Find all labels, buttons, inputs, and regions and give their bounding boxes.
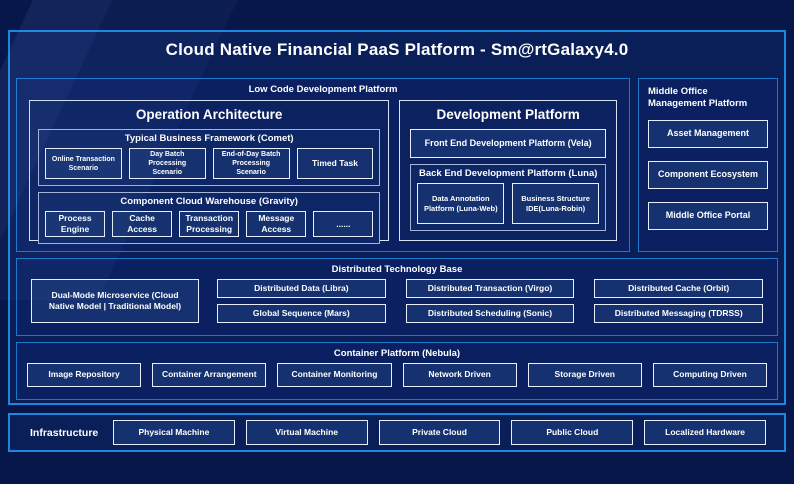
operation-architecture-title: Operation Architecture [135, 107, 283, 122]
middle-office-items: Asset Management Component Ecosystem Mid… [648, 119, 768, 230]
transaction-processing-box: Transaction Processing [179, 211, 240, 238]
physical-machine-box: Physical Machine [113, 420, 235, 445]
distributed-grid-row: Distributed Data (Libra) Distributed Tra… [217, 279, 764, 298]
container-platform-section: Container Platform (Nebula) Image Reposi… [16, 342, 778, 400]
network-driven-box: Network Driven [402, 363, 517, 387]
typical-business-framework-box: Typical Business Framework (Comet) Onlin… [38, 129, 381, 187]
distributed-data-box: Distributed Data (Libra) [217, 279, 386, 298]
process-engine-box: Process Engine [45, 211, 106, 238]
low-code-body: Operation Architecture Typical Business … [17, 95, 629, 245]
typical-business-framework-title: Typical Business Framework (Comet) [124, 133, 294, 144]
container-monitoring-box: Container Monitoring [277, 363, 392, 387]
middle-office-portal-box: Middle Office Portal [648, 201, 768, 230]
cache-access-box: Cache Access [112, 211, 173, 238]
back-end-platform-title: Back End Development Platform (Luna) [418, 168, 598, 179]
component-cloud-warehouse-box: Component Cloud Warehouse (Gravity) Proc… [38, 192, 381, 245]
front-end-development-platform-box: Front End Development Platform (Vela) [410, 129, 606, 158]
timed-task-box: Timed Task [296, 148, 374, 180]
back-end-development-platform-box: Back End Development Platform (Luna) Dat… [410, 164, 606, 231]
image-repository-box: Image Repository [27, 363, 142, 387]
localized-hardware-box: Localized Hardware [644, 420, 766, 445]
distributed-grid-row: Global Sequence (Mars) Distributed Sched… [217, 304, 764, 323]
container-platform-label: Container Platform (Nebula) [333, 348, 461, 359]
distributed-messaging-box: Distributed Messaging (TDRSS) [594, 304, 764, 323]
distributed-cache-box: Distributed Cache (Orbit) [594, 279, 764, 298]
global-sequence-box: Global Sequence (Mars) [217, 304, 386, 323]
business-structure-ide-box: Business Structure IDE(Luna-Robin) [512, 183, 600, 224]
virtual-machine-box: Virtual Machine [245, 420, 368, 445]
ellipsis-box: ...... [313, 211, 374, 238]
online-transaction-scenario-box: Online Transaction Scenario [45, 148, 122, 180]
private-cloud-box: Private Cloud [378, 420, 501, 445]
distributed-grid: Distributed Data (Libra) Distributed Tra… [217, 279, 764, 323]
data-annotation-platform-box: Data Annotation Platform (Luna-Web) [417, 183, 505, 224]
distributed-scheduling-box: Distributed Scheduling (Sonic) [405, 304, 575, 323]
infrastructure-section: Infrastructure Physical Machine Virtual … [8, 413, 786, 452]
asset-management-box: Asset Management [648, 119, 768, 148]
computing-driven-box: Computing Driven [652, 363, 768, 387]
development-platform-box: Development Platform Front End Developme… [399, 100, 617, 241]
message-access-box: Message Access [246, 211, 307, 238]
low-code-platform-label: Low Code Development Platform [248, 84, 398, 95]
infrastructure-label: Infrastructure [30, 426, 99, 439]
day-batch-processing-scenario-box: Day Batch Processing Scenario [128, 148, 206, 180]
container-platform-items: Image Repository Container Arrangement C… [17, 359, 777, 395]
distributed-body: Dual-Mode Microservice (Cloud Native Mod… [17, 275, 777, 331]
end-of-day-batch-processing-box: End-of-Day Batch Processing Scenario [212, 148, 290, 180]
low-code-development-platform-section: Low Code Development Platform Operation … [16, 78, 630, 252]
public-cloud-box: Public Cloud [511, 420, 634, 445]
business-framework-items: Online Transaction Scenario Day Batch Pr… [45, 148, 374, 180]
distributed-technology-base-section: Distributed Technology Base Dual-Mode Mi… [16, 258, 778, 336]
platform-panel: Cloud Native Financial PaaS Platform - S… [8, 30, 786, 405]
distributed-technology-base-label: Distributed Technology Base [331, 264, 463, 275]
distributed-transaction-box: Distributed Transaction (Virgo) [405, 279, 575, 298]
component-ecosystem-box: Component Ecosystem [648, 160, 768, 189]
middle-office-label: Middle Office Management Platform [648, 86, 748, 110]
middle-office-management-section: Middle Office Management Platform Asset … [638, 78, 778, 252]
page-title: Cloud Native Financial PaaS Platform - S… [165, 40, 629, 59]
container-arrangement-box: Container Arrangement [152, 363, 267, 387]
storage-driven-box: Storage Driven [527, 363, 642, 387]
operation-architecture-box: Operation Architecture Typical Business … [29, 100, 390, 245]
component-cloud-warehouse-title: Component Cloud Warehouse (Gravity) [120, 196, 298, 208]
back-end-items: Data Annotation Platform (Luna-Web) Busi… [417, 183, 600, 224]
dual-mode-microservice-box: Dual-Mode Microservice (Cloud Native Mod… [31, 279, 199, 323]
cloud-warehouse-items: Process Engine Cache Access Transaction … [45, 211, 374, 238]
development-platform-title: Development Platform [436, 107, 580, 122]
